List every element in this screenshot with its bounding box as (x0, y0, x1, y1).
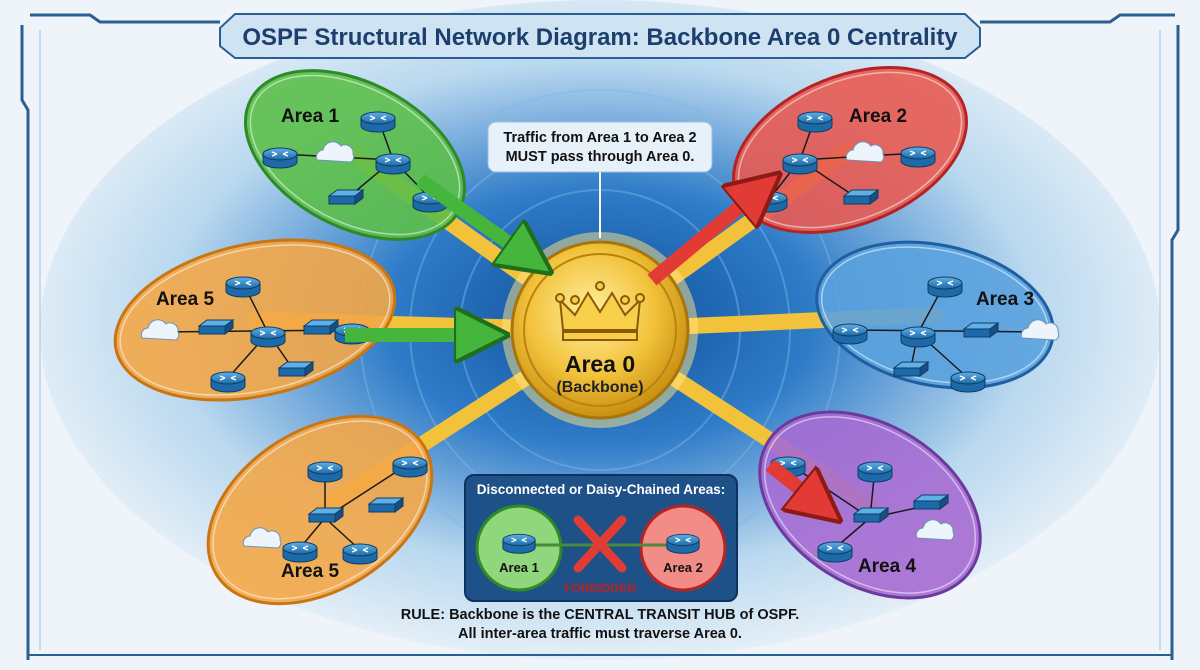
switch-icon (367, 497, 405, 513)
router-icon (250, 326, 286, 348)
switch-icon (327, 189, 365, 205)
router-icon (900, 146, 936, 168)
area-area-4-region: Area 4 (758, 410, 982, 600)
switch-icon (277, 361, 315, 377)
router-icon (360, 111, 396, 133)
router-icon (927, 276, 963, 298)
title-banner: OSPF Structural Network Diagram: Backbon… (219, 13, 981, 59)
page-title: OSPF Structural Network Diagram: Backbon… (242, 24, 958, 51)
cloud-icon (315, 141, 355, 163)
area-label: Area 4 (858, 556, 917, 577)
router-icon (342, 543, 378, 565)
switch-icon (852, 507, 890, 523)
router-icon (832, 323, 868, 345)
cloud-icon (915, 519, 955, 541)
crown-icon (555, 281, 645, 341)
router-icon (857, 461, 893, 483)
area-label: Area 5 (281, 561, 340, 582)
area-boundary (758, 410, 982, 600)
router-icon (900, 326, 936, 348)
router-icon (797, 111, 833, 133)
router-icon (950, 371, 986, 393)
router-icon (282, 541, 318, 563)
inset-area-2-label: Area 2 (663, 560, 703, 575)
x-mark-icon (573, 515, 627, 573)
red-arrow-hub-to-area2 (647, 190, 760, 286)
network-link (849, 329, 1041, 333)
green-arrow-area1-to-hub (415, 174, 530, 258)
forbidden-inset: Disconnected or Daisy-Chained Areas: Are… (464, 474, 738, 602)
cloud-icon (845, 141, 885, 163)
router-icon (782, 153, 818, 175)
switch-icon (197, 319, 235, 335)
router-icon (262, 147, 298, 169)
area-area-2-region: Area 2 (732, 66, 968, 234)
area-label: Area 3 (976, 289, 1034, 310)
router-icon (502, 533, 536, 554)
traffic-arrows (345, 180, 820, 505)
cloud-icon (140, 319, 180, 341)
outer-frame (20, 13, 1180, 660)
switch-icon (842, 189, 880, 205)
area-area-3-region: Area 3 (815, 240, 1060, 393)
switch-icon (912, 494, 950, 510)
hub-sublabel: (Backbone) (556, 379, 643, 396)
rule-line-2: All inter-area traffic must traverse Are… (458, 626, 742, 642)
forbidden-label: FORBIDDEN (564, 581, 635, 595)
router-icon (666, 533, 700, 554)
callout: Traffic from Area 1 to Area 2 MUST pass … (487, 121, 713, 238)
hub-label: Area 0 (565, 351, 635, 377)
switch-icon (307, 507, 345, 523)
inset-title: Disconnected or Daisy-Chained Areas: (477, 482, 726, 497)
area-area-5-region: Area 5 (206, 414, 434, 606)
callout-line-2: MUST pass through Area 0. (506, 149, 695, 165)
cloud-icon (242, 527, 282, 549)
area-label: Area 2 (849, 106, 907, 127)
rule-line-1: RULE: Backbone is the CENTRAL TRANSIT HU… (401, 607, 800, 623)
router-icon (210, 371, 246, 393)
area-label: Area 1 (281, 106, 340, 127)
cloud-icon (1020, 319, 1060, 341)
red-arrow-to-area4 (765, 459, 820, 505)
area-area-1-region: Area 1 (243, 69, 467, 241)
switch-icon (962, 322, 1000, 338)
area-label: Area 5 (156, 289, 215, 310)
callout-line-1: Traffic from Area 1 to Area 2 (503, 130, 696, 146)
router-icon (392, 456, 428, 478)
area-0-hub: Area 0 (Backbone) (502, 232, 698, 428)
area-boundary (113, 238, 397, 402)
router-icon (817, 541, 853, 563)
router-icon (375, 153, 411, 175)
router-icon (307, 461, 343, 483)
switch-icon (892, 361, 930, 377)
router-icon (225, 276, 261, 298)
switch-icon (302, 319, 340, 335)
inset-area-1-label: Area 1 (499, 560, 539, 575)
